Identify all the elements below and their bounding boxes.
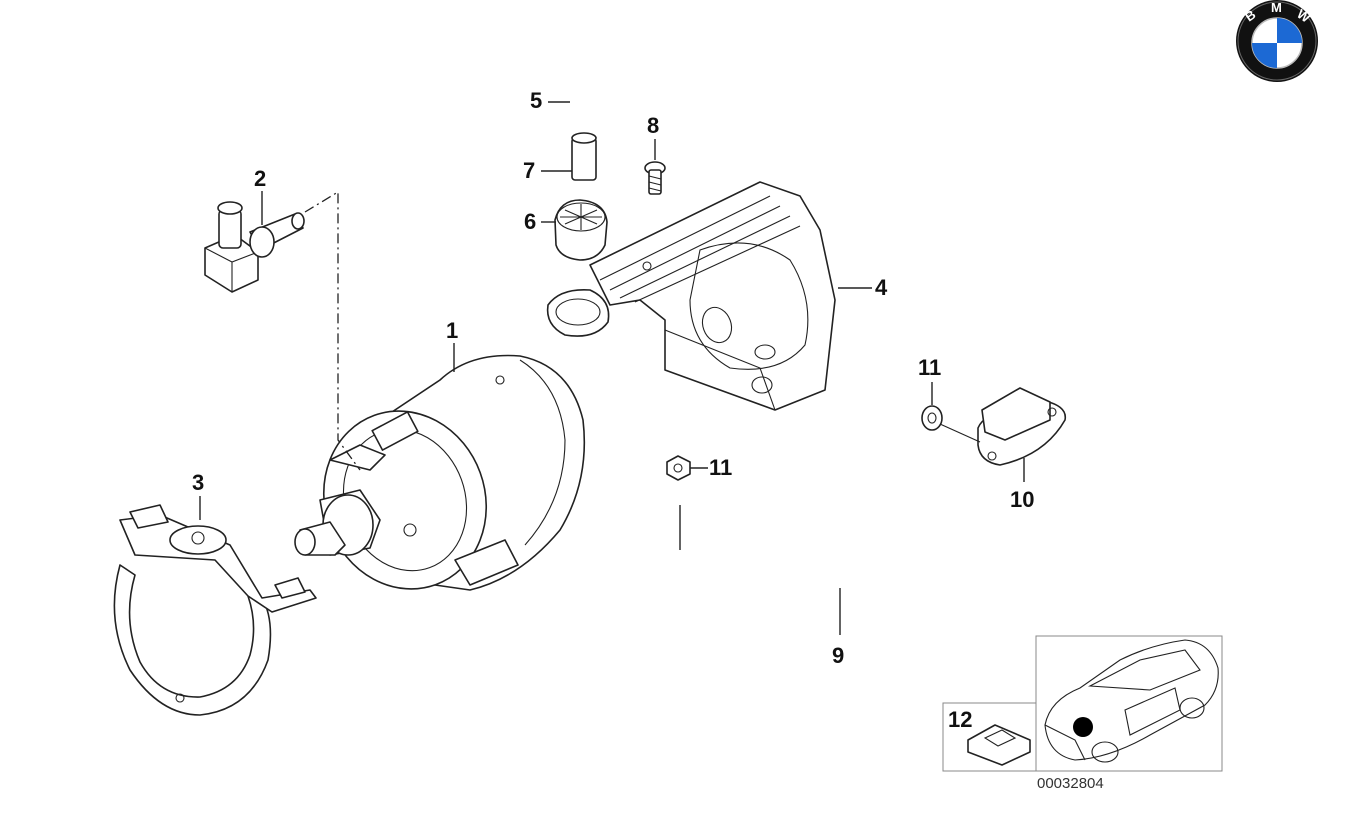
callout-12: 12	[948, 707, 972, 732]
logo-letter-m: M	[1271, 0, 1282, 15]
callout-2: 2	[254, 166, 266, 191]
part-10-damper	[977, 387, 1067, 466]
callout-8: 8	[647, 113, 659, 138]
part-11-nut-center	[666, 455, 691, 481]
callout-9: 9	[832, 643, 844, 668]
assembly-line	[304, 190, 361, 471]
callout-4: 4	[875, 275, 888, 300]
callout-1: 1	[446, 318, 458, 343]
callout-10: 10	[1010, 487, 1034, 512]
part-6-grommet	[554, 199, 608, 261]
reference-number: 00032804	[1037, 775, 1104, 792]
callout-5: 5	[530, 88, 542, 113]
location-marker-dot	[1073, 717, 1093, 737]
part-3-bracket	[113, 504, 317, 716]
part-1-motor	[294, 354, 586, 591]
callout-7: 7	[523, 158, 535, 183]
callout-3: 3	[192, 470, 204, 495]
inset-car-location	[1035, 635, 1223, 772]
leader-lines	[199, 101, 1025, 635]
callout-6: 6	[524, 209, 536, 234]
bmw-logo: B M W	[1236, 0, 1318, 82]
part-7-sleeve	[571, 132, 597, 181]
part-8-screw	[644, 161, 666, 195]
part-2-connector	[204, 201, 305, 293]
callout-11-center: 11	[709, 455, 732, 480]
part-4-support	[546, 181, 836, 411]
part-11-nut-right	[921, 405, 943, 431]
callout-11-top: 11	[918, 355, 941, 380]
inset-part-12: 12	[942, 702, 1037, 772]
